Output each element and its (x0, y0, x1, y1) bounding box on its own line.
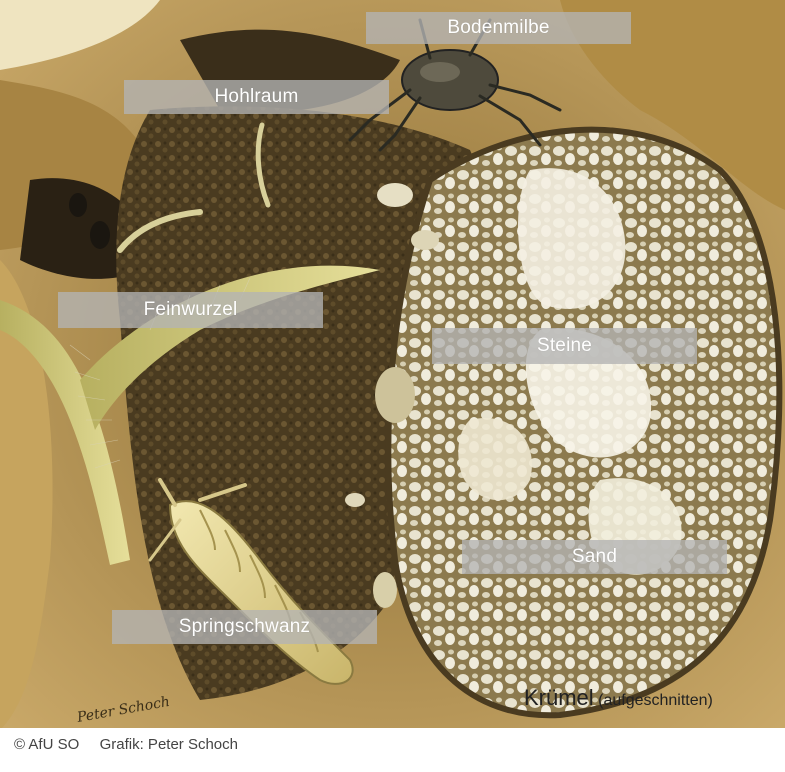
caption-sub: (aufgeschnitten) (598, 692, 713, 709)
artist-credit: Grafik: Peter Schoch (100, 736, 238, 753)
caption: Krümel (aufgeschnitten) (524, 685, 713, 711)
label-hohlraum: Hohlraum (124, 80, 389, 114)
pellet (69, 193, 87, 217)
label-steine: Steine (432, 328, 697, 364)
label-bodenmilbe: Bodenmilbe (366, 12, 631, 44)
pebble (377, 183, 413, 207)
caption-main: Krümel (524, 685, 594, 710)
credit-line: © AfU SO Grafik: Peter Schoch (14, 736, 238, 753)
copyright-text: © AfU SO (14, 736, 79, 753)
label-sand: Sand (462, 540, 727, 574)
pellet (90, 221, 110, 249)
label-springschwanz: Springschwanz (112, 610, 377, 644)
pebble (411, 230, 439, 250)
pebble (375, 367, 415, 423)
pebble (345, 493, 365, 507)
label-feinwurzel: Feinwurzel (58, 292, 323, 328)
pebble (373, 572, 397, 608)
